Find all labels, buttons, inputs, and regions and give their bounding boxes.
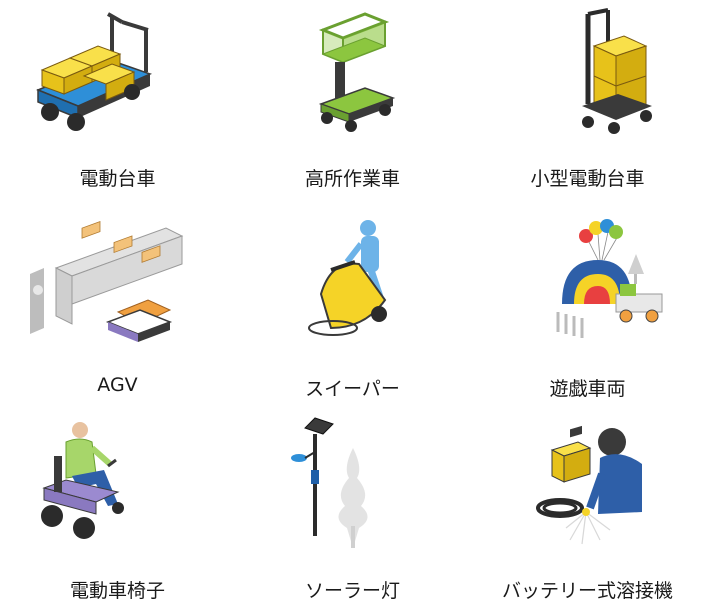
battery-welder-icon [536, 425, 642, 545]
product-label: AGV [97, 374, 138, 396]
sweeper-icon [308, 220, 387, 336]
product-label: 遊戯車両 [549, 378, 626, 400]
agv-icon [30, 221, 184, 342]
product-label: 高所作業車 [304, 168, 400, 190]
product-tile-sweeper[interactable]: スイーパー [235, 204, 470, 408]
product-tile-electric-wheelchair[interactable]: 電動車椅子 [0, 408, 235, 612]
product-tile-solar-light[interactable]: ソーラー灯 [235, 408, 470, 612]
solar-light-icon [291, 417, 368, 548]
product-tile-amusement-vehicle[interactable]: 遊戯車両 [470, 204, 705, 408]
product-tile-battery-welder[interactable]: バッテリー式溶接機 [470, 408, 705, 612]
product-tile-small-electric-cart[interactable]: 小型電動台車 [470, 0, 705, 204]
product-label: 電動車椅子 [69, 580, 165, 602]
electric-wheelchair-icon [41, 422, 124, 539]
amusement-vehicle-icon [556, 219, 663, 338]
product-label: バッテリー式溶接機 [501, 580, 673, 602]
aerial-work-platform-icon [318, 12, 396, 132]
electric-cart-icon [36, 12, 153, 131]
product-tile-electric-cart[interactable]: 電動台車 [0, 0, 235, 204]
product-label: スイーパー [305, 378, 400, 400]
product-tile-agv[interactable]: AGV [0, 204, 235, 408]
product-label: ソーラー灯 [304, 580, 400, 602]
small-electric-cart-icon [582, 8, 652, 134]
product-tile-aerial-work-platform[interactable]: 高所作業車 [235, 0, 470, 204]
product-label: 小型電動台車 [530, 168, 645, 190]
product-label: 電動台車 [79, 168, 156, 190]
